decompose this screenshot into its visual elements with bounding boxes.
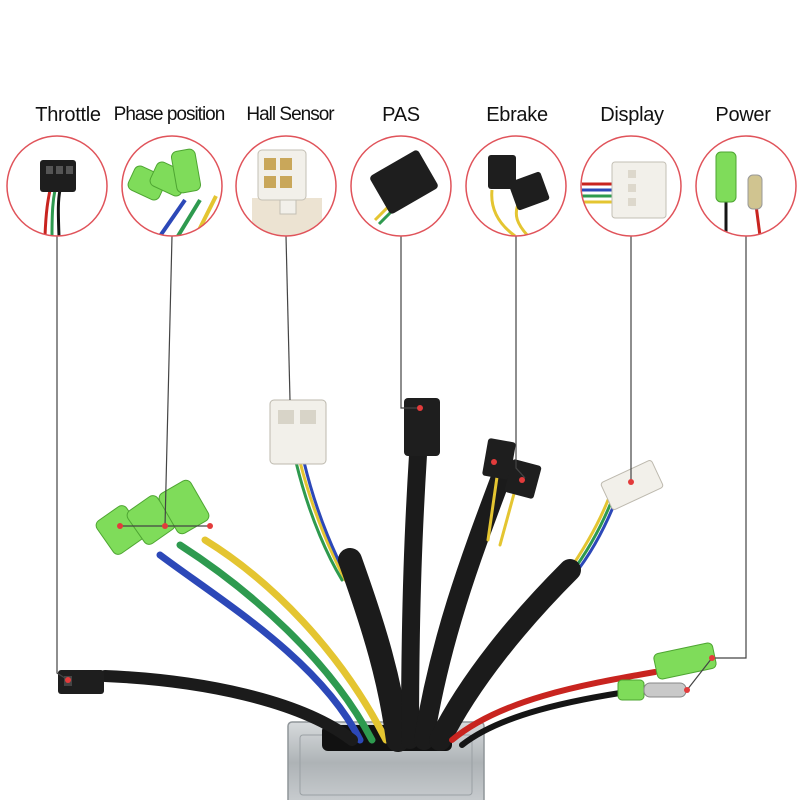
label-pas: PAS [382, 104, 420, 126]
connector-power [617, 642, 717, 701]
callout-throttle [6, 135, 108, 237]
pin-markers [65, 405, 715, 693]
label-hall-sensor: Hall Sensor [246, 104, 334, 125]
callout-phase-position [121, 135, 223, 237]
label-power: Power [715, 104, 771, 126]
label-throttle: Throttle [35, 104, 101, 126]
connector-display [600, 460, 664, 510]
callout-hall-sensor [235, 135, 337, 237]
wire-bundle [99, 446, 658, 752]
connector-hall [269, 399, 327, 465]
callout-display [580, 135, 682, 237]
connector-throttle [58, 670, 104, 694]
label-ebrake: Ebrake [486, 104, 548, 126]
callout-ebrake [465, 135, 567, 237]
label-phase-position: Phase position [113, 104, 226, 125]
callout-power [695, 135, 797, 237]
connector-phase-bullets [95, 479, 210, 555]
label-display: Display [600, 104, 664, 126]
connector-pas [404, 398, 440, 456]
callout-pas [350, 135, 452, 237]
